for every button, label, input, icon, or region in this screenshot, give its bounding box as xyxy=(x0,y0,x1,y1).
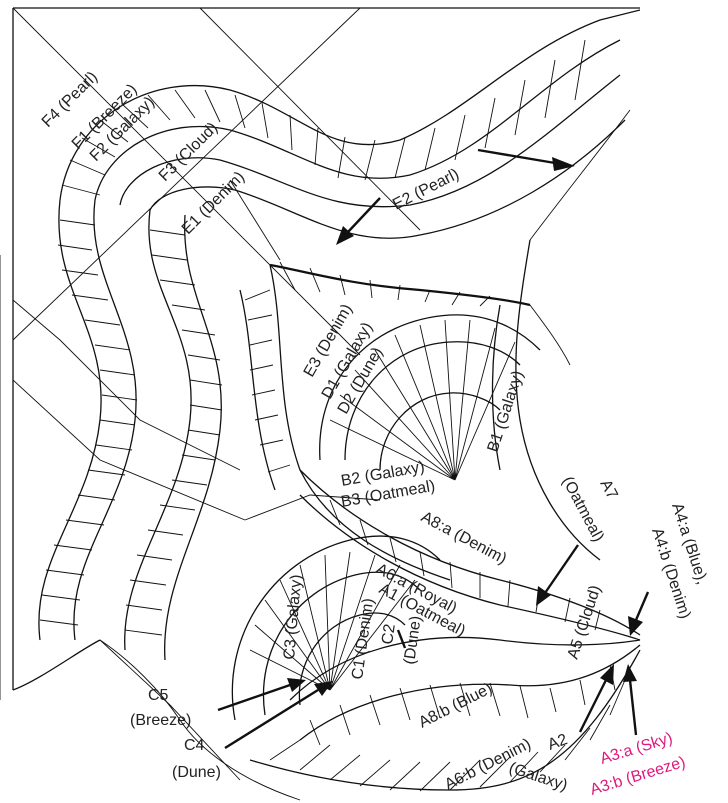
lower-edge-curves xyxy=(13,110,630,800)
label-c2-line2: (Dune) xyxy=(401,615,425,666)
label-e1: E1 (Denim) xyxy=(179,169,248,238)
label-a8a: A8:a (Denim) xyxy=(418,509,509,568)
arrow-a3 xyxy=(623,664,637,735)
arc-band-left xyxy=(39,200,222,660)
label-e2: E2 (Pearl) xyxy=(390,166,462,214)
label-c3: C3 (Galaxy) xyxy=(281,574,305,661)
label-b1: B1 (Galaxy) xyxy=(485,369,527,455)
label-c5-line2: (Breeze) xyxy=(130,712,191,729)
label-c1: C1 (Denim) xyxy=(349,597,377,680)
arc-band-e xyxy=(240,240,600,580)
arc-band-f xyxy=(60,10,640,238)
label-a8b: A8:b (Blue) xyxy=(416,680,495,731)
label-a5: A5 (Cloud) xyxy=(565,583,605,661)
label-c4-line1: C4 xyxy=(184,737,205,754)
label-f3: F3 (Cloud) xyxy=(156,119,221,184)
arrow-e2 xyxy=(336,150,575,245)
label-c4-line2: (Dune) xyxy=(172,764,221,781)
label-c5-line1: C5 xyxy=(148,687,169,704)
arrow-a4 xyxy=(628,592,648,636)
label-a7-line1: A7 xyxy=(596,477,620,502)
label-c2-line1: C2 xyxy=(379,623,399,646)
arrow-a2 xyxy=(580,664,614,732)
label-a2-line2: (Galaxy) xyxy=(507,760,570,795)
